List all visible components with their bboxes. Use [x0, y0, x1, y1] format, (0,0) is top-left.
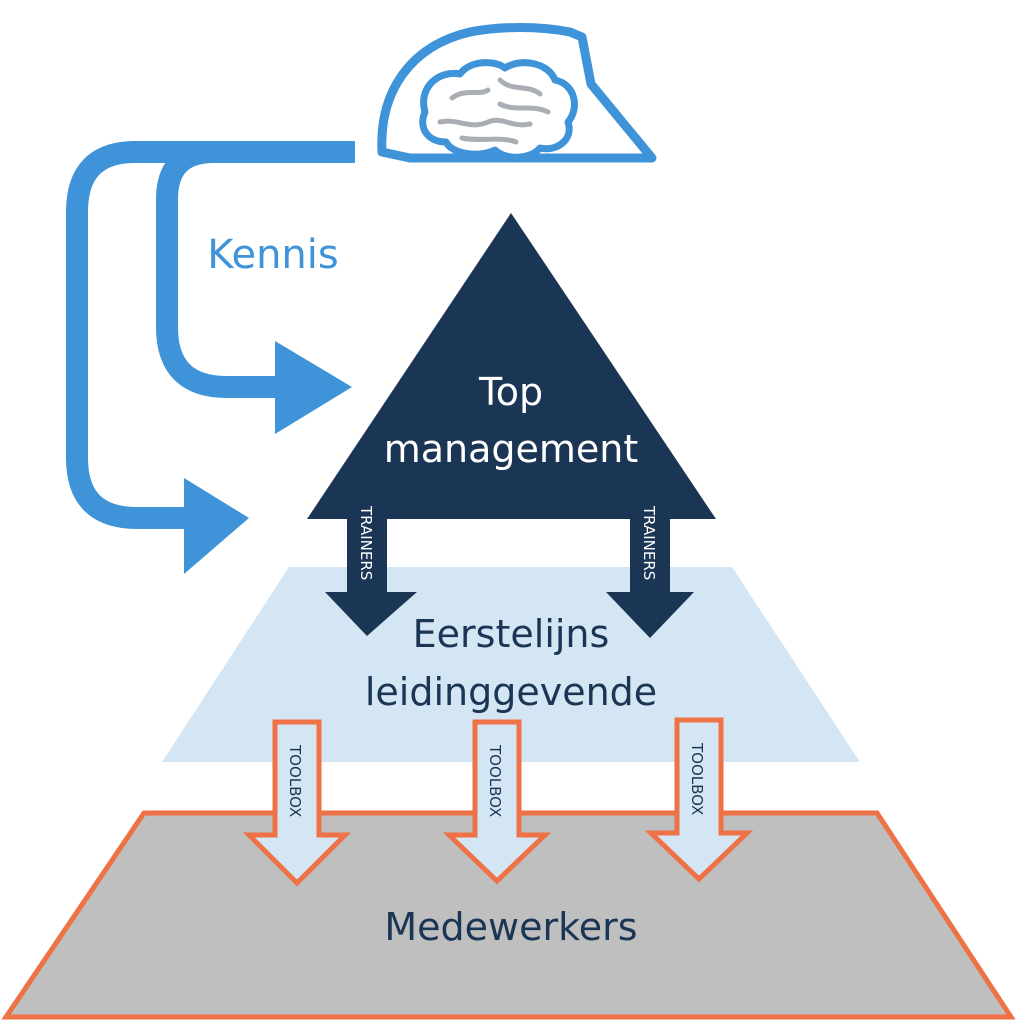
brain-helmet-icon: [377, 23, 657, 163]
toolbox-arrow-3-label: TOOLBOX: [688, 742, 706, 815]
top-level-label-line1: Top: [478, 370, 543, 414]
toolbox-arrow-1: TOOLBOX: [242, 719, 352, 887]
trainers-arrow-left: TRAINERS: [325, 503, 417, 636]
toolbox-arrow-3: TOOLBOX: [644, 717, 754, 883]
top-level-label-line2: management: [384, 427, 639, 471]
trainers-arrow-left-label: TRAINERS: [357, 505, 375, 580]
trainers-arrow-right: TRAINERS: [606, 503, 694, 638]
bottom-level-shape: [1, 810, 1016, 1020]
middle-level-label-line1: Eerstelijns: [413, 612, 610, 656]
middle-level-label-line2: leidinggevende: [365, 670, 657, 714]
top-level-shape: [307, 213, 716, 519]
kennis-arrowhead-inner: [275, 341, 352, 434]
middle-level-shape: [162, 567, 860, 762]
trainers-arrow-right-label: TRAINERS: [640, 505, 658, 580]
kennis-label: Kennis: [207, 232, 339, 278]
kennis-arrow-outer: [66, 141, 355, 529]
bottom-level-label: Medewerkers: [384, 905, 637, 949]
toolbox-arrow-2-label: TOOLBOX: [486, 744, 504, 817]
toolbox-arrow-1-label: TOOLBOX: [286, 744, 304, 817]
kennis-arrow-inner: [156, 141, 355, 398]
toolbox-arrow-2: TOOLBOX: [442, 719, 552, 885]
kennis-arrowhead-outer: [184, 478, 249, 574]
